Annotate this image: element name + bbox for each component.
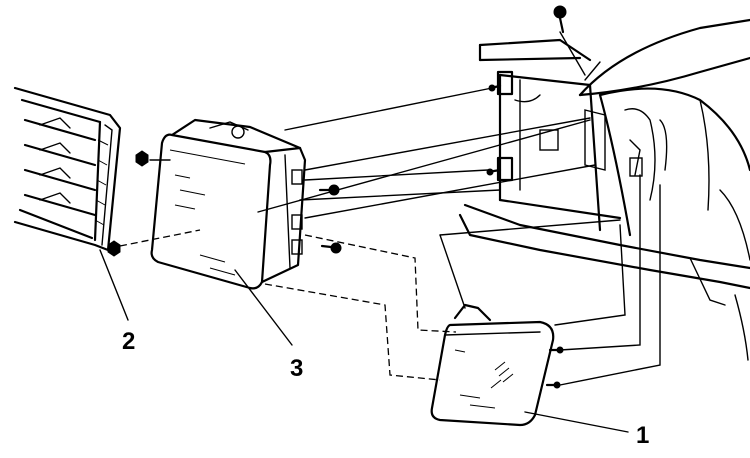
callout-label-3: 3 — [290, 355, 303, 382]
bolt-icon — [320, 242, 342, 254]
callout-1: 1 — [524, 411, 649, 449]
nut-icon — [135, 150, 149, 167]
callout-label-1: 1 — [636, 422, 649, 449]
top-screw-icon — [553, 5, 567, 34]
callout-label-2: 2 — [122, 328, 135, 355]
stud-icon — [486, 168, 502, 176]
callout-2: 2 — [99, 249, 135, 355]
vehicle-front-body — [458, 18, 750, 361]
turn-signal-lamp-part-1 — [430, 303, 564, 427]
callout-3: 3 — [234, 269, 303, 382]
grille-part-2 — [13, 86, 122, 252]
nut-icon — [107, 240, 121, 257]
assembly-lines — [119, 31, 661, 386]
bolt-icon — [318, 184, 340, 196]
headlight-part-3 — [150, 118, 307, 290]
